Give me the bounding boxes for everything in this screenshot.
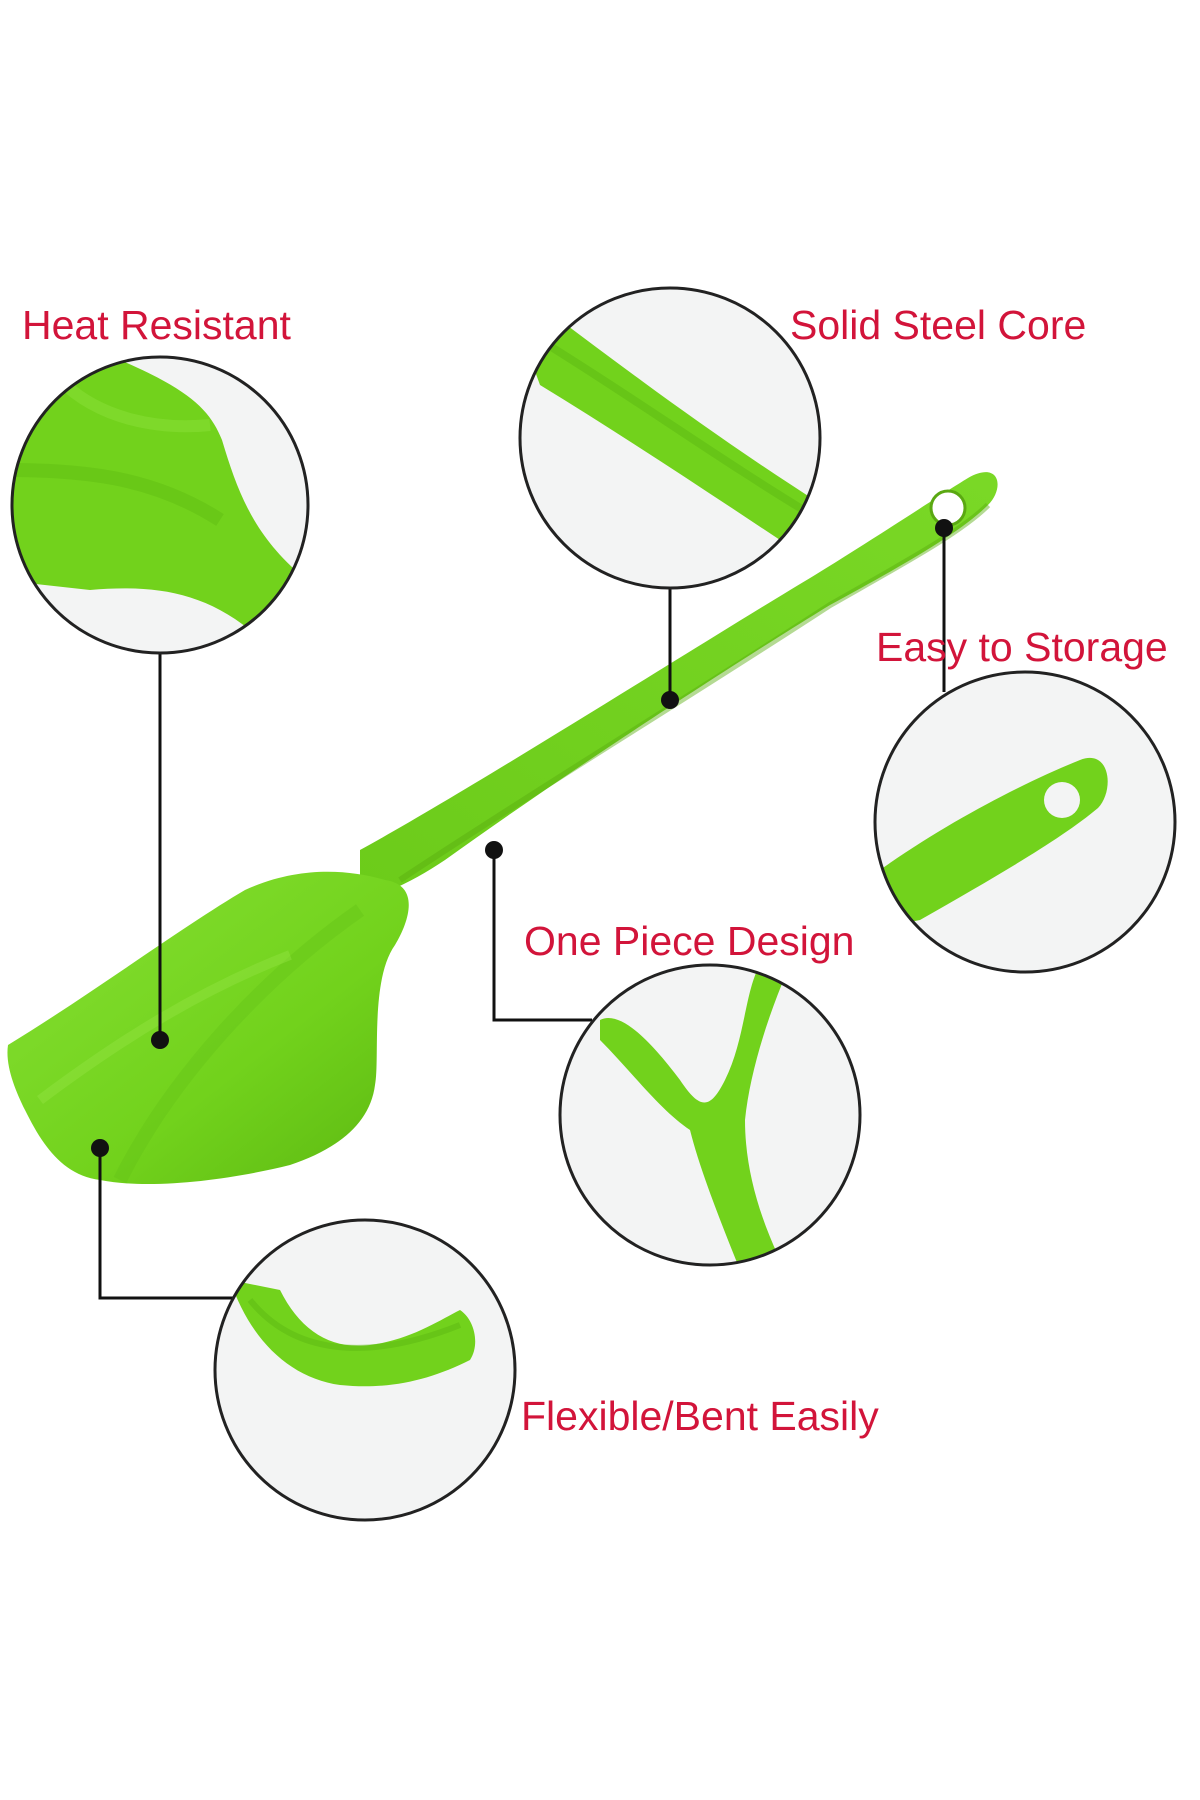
feature-label-flexible-bent-easily: Flexible/Bent Easily (521, 1393, 879, 1439)
detail-circle-heat (10, 355, 310, 655)
callout-lines (98, 528, 946, 1300)
detail-circle-flexible (213, 1218, 517, 1522)
detail-circle-onepiece (558, 963, 862, 1267)
feature-label-heat-resistant: Heat Resistant (22, 302, 291, 348)
spatula-main (7, 472, 998, 1185)
spatula-handle (360, 472, 998, 900)
detail-circle-storage (873, 670, 1177, 974)
spatula-blade (7, 871, 409, 1185)
feature-label-solid-steel-core: Solid Steel Core (790, 302, 1087, 348)
detail-circle-steel (518, 286, 822, 590)
callout-dots (91, 519, 953, 1157)
feature-label-one-piece-design: One Piece Design (524, 918, 855, 964)
feature-label-easy-to-storage: Easy to Storage (876, 624, 1168, 670)
hang-hole (931, 491, 965, 525)
